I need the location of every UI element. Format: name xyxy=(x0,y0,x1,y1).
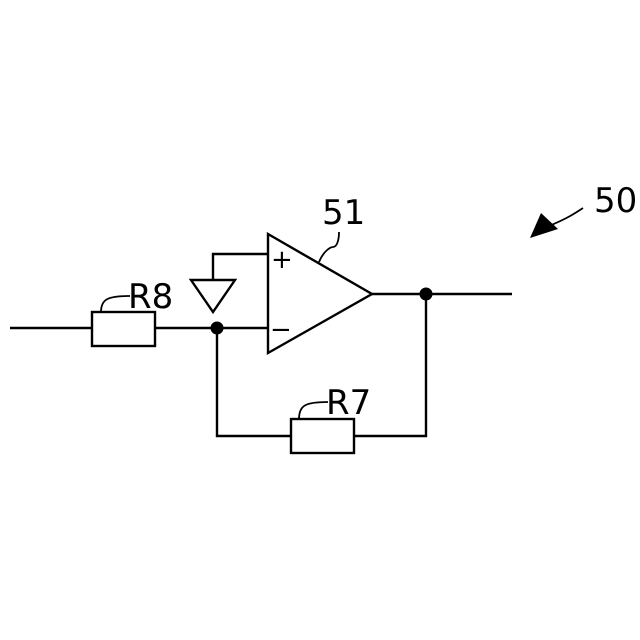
resistor-r8 xyxy=(92,312,155,346)
resistor-r8-label: R8 xyxy=(128,277,173,317)
non-inverting-input-wire xyxy=(213,254,268,280)
figure-ref-label: 50 xyxy=(594,181,637,221)
resistor-r7-label: R7 xyxy=(326,383,371,423)
r8-leader-line xyxy=(101,296,130,312)
figure-ref-arrow-icon xyxy=(530,213,558,238)
opamp-leader-line xyxy=(319,232,339,262)
resistor-r7 xyxy=(291,419,354,453)
opamp-minus-label: − xyxy=(270,315,292,345)
r7-leader-line xyxy=(299,402,328,419)
opamp-ref-label: 51 xyxy=(322,193,365,233)
figure-ref-leader xyxy=(549,208,583,226)
ground-icon xyxy=(191,280,235,312)
opamp-plus-label: + xyxy=(271,245,293,275)
